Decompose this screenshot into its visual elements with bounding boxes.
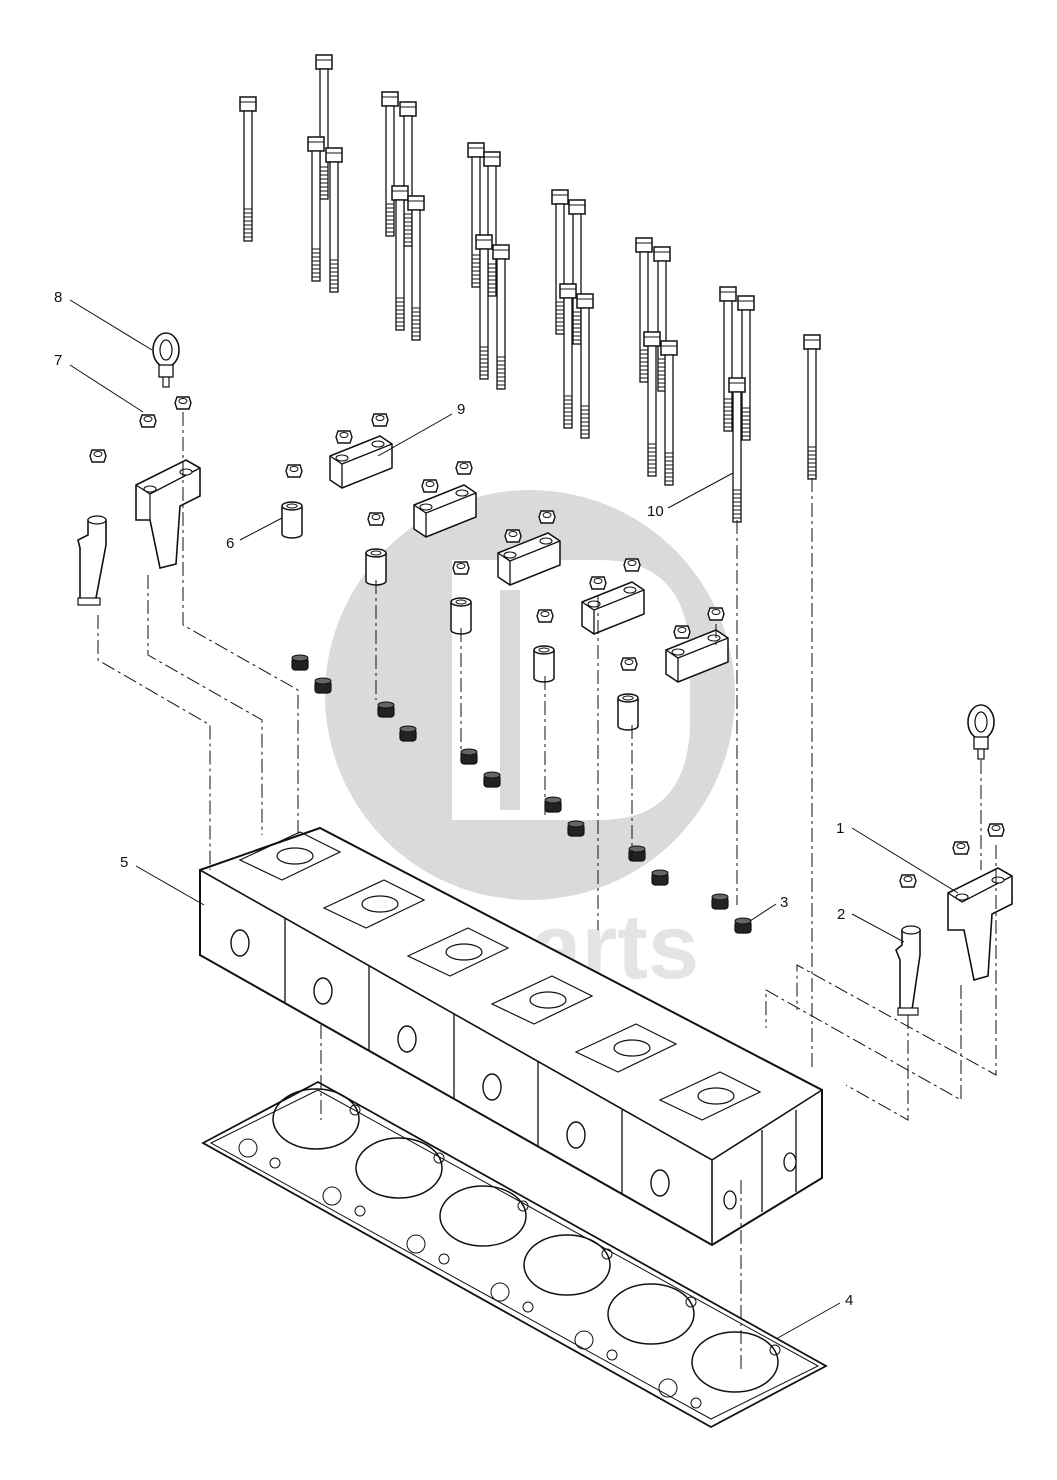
nut [707, 607, 725, 621]
spacer-sleeve [617, 693, 639, 731]
callout-label-3: 3 [780, 894, 788, 911]
nut [623, 558, 641, 572]
valve-stem-seal [377, 701, 395, 718]
valve-stem-seal [460, 748, 478, 765]
nut [589, 576, 607, 590]
spacer-sleeve [281, 501, 303, 539]
callout-3: 3 [749, 894, 788, 922]
valve-stem-seal [628, 845, 646, 862]
eye-bolt-right [967, 704, 995, 760]
nut [367, 512, 385, 526]
nut [285, 464, 303, 478]
nut [538, 510, 556, 524]
head-bolt [803, 334, 821, 480]
valve-stem-seal [314, 677, 332, 694]
valve-stem-seal [651, 869, 669, 886]
nut [452, 561, 470, 575]
valve-stem-seal [711, 893, 729, 910]
nut [987, 823, 1005, 837]
head-bolt [239, 96, 257, 242]
nut [335, 430, 353, 444]
callout-label-8: 8 [54, 289, 62, 306]
nut [620, 657, 638, 671]
small-bracket-left [77, 515, 107, 606]
nut [371, 413, 389, 427]
valve-stem-seal [544, 796, 562, 813]
nut [89, 449, 107, 463]
nut [536, 609, 554, 623]
callout-4: 4 [775, 1292, 853, 1340]
callout-10: 10 [647, 472, 734, 520]
small-bracket-right [895, 925, 921, 1016]
callout-label-1: 1 [836, 820, 844, 837]
callout-2: 2 [837, 906, 905, 943]
valve-stem-seal [291, 654, 309, 671]
callout-label-10: 10 [647, 503, 664, 520]
nut [174, 396, 192, 410]
callouts: 1 2 3 4 5 6 7 8 [54, 289, 959, 1340]
eye-bolt-left [152, 332, 180, 388]
lifting-bracket-left [135, 459, 201, 569]
callout-6: 6 [226, 517, 283, 552]
nut [952, 841, 970, 855]
valve-stem-seal [567, 820, 585, 837]
callout-9: 9 [377, 401, 465, 457]
callout-8: 8 [54, 289, 153, 351]
lifting-bracket-right [947, 867, 1013, 982]
head-bolts [239, 54, 821, 523]
nut [504, 529, 522, 543]
nut [455, 461, 473, 475]
callout-label-9: 9 [457, 401, 465, 418]
callout-label-6: 6 [226, 535, 234, 552]
callout-label-2: 2 [837, 906, 845, 923]
callout-label-4: 4 [845, 1292, 853, 1309]
spacer-sleeve [365, 548, 387, 586]
nut [899, 874, 917, 888]
spacer-sleeve [533, 645, 555, 683]
valve-stem-seal [483, 771, 501, 788]
cylinder-head [199, 826, 823, 1247]
cylinder-head-gasket [201, 1080, 828, 1429]
callout-5: 5 [120, 854, 205, 906]
nut [139, 414, 157, 428]
callout-1: 1 [836, 820, 959, 894]
nut [673, 625, 691, 639]
valve-stem-seal [734, 917, 752, 934]
callout-label-7: 7 [54, 352, 62, 369]
callout-7: 7 [54, 352, 144, 413]
valve-stem-seal [399, 725, 417, 742]
callout-label-5: 5 [120, 854, 128, 871]
bridge-bracket [329, 435, 393, 489]
nut [421, 479, 439, 493]
alignment-lines [97, 412, 997, 1370]
